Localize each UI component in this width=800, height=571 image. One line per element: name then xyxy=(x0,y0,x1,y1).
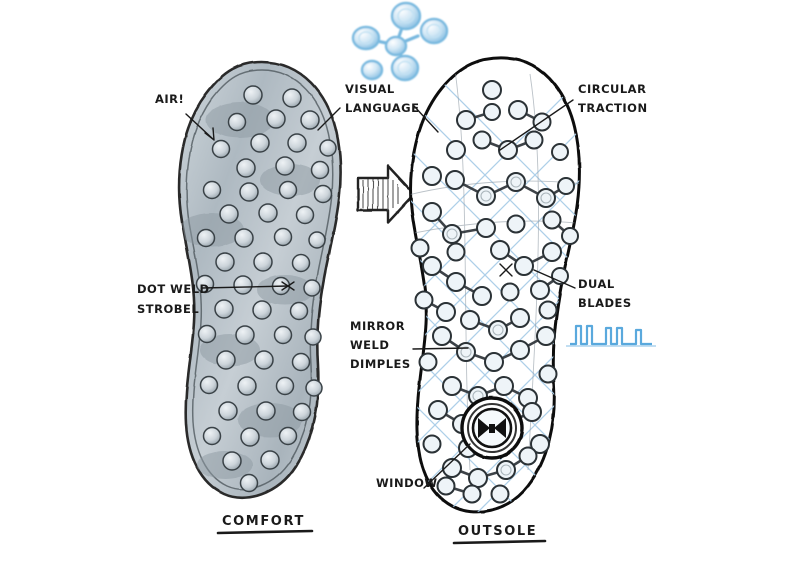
annotation-mirror-weld-dimples: MIRROR WELD DIMPLES xyxy=(350,319,411,371)
annotation-visual-language: VISUAL LANGUAGE xyxy=(345,82,419,115)
annotation-dual-blades-line-0: DUAL xyxy=(578,277,615,291)
annotation-circular-traction: CIRCULAR TRACTION xyxy=(578,82,648,115)
outsole-drawing xyxy=(409,56,581,514)
annotation-dual-blades-line-1: BLADES xyxy=(578,296,632,310)
comfort-insole-drawing xyxy=(177,60,342,499)
bowtie-logo-icon xyxy=(460,396,524,460)
leader-lines xyxy=(185,99,576,489)
dimple-grid xyxy=(195,85,337,493)
square-wave-icon xyxy=(566,324,656,347)
visual-language-leader-left xyxy=(317,107,341,131)
annotation-dot-weld-line-0: DOT WELD xyxy=(137,282,210,296)
annotation-circular-traction-line-0: CIRCULAR xyxy=(578,82,646,96)
right-arrow-icon xyxy=(356,164,416,224)
annotation-window-line-0: WINDOW xyxy=(376,476,438,490)
annotation-circular-traction-line-1: TRACTION xyxy=(578,101,648,115)
air-arrow xyxy=(185,113,215,141)
annotation-visual-language-line-0: VISUAL xyxy=(345,82,395,96)
circular-traction-leader xyxy=(499,99,574,151)
annotation-mirror-line-1: WELD xyxy=(350,338,389,352)
caption-outsole: OUTSOLE xyxy=(452,524,547,545)
caption-comfort-label: COMFORT xyxy=(222,514,305,529)
molecule-icon xyxy=(351,1,449,82)
annotation-dual-blades: DUAL BLADES xyxy=(578,277,632,310)
annotation-dot-weld-strobel: DOT WELD STROBEL xyxy=(137,282,210,316)
annotation-visual-language-line-1: LANGUAGE xyxy=(345,101,419,115)
caption-outsole-underline xyxy=(452,539,547,545)
annotation-mirror-line-2: DIMPLES xyxy=(350,357,411,371)
annotation-air: AIR! xyxy=(155,92,184,106)
mirror-weld-leader xyxy=(412,347,469,350)
dot-weld-leader xyxy=(201,285,289,289)
annotation-mirror-line-0: MIRROR xyxy=(350,319,405,333)
dual-blades-leader xyxy=(533,269,576,289)
annotation-window: WINDOW xyxy=(376,476,438,490)
traction-circles xyxy=(410,80,579,504)
caption-comfort: COMFORT xyxy=(216,514,314,535)
annotation-dot-weld-line-1: STROBEL xyxy=(137,302,199,316)
window-leader xyxy=(423,443,471,489)
caption-comfort-underline xyxy=(216,529,314,535)
caption-outsole-label: OUTSOLE xyxy=(458,524,537,539)
annotation-air-line-0: AIR! xyxy=(155,92,184,106)
visual-language-leader-right xyxy=(413,105,439,133)
